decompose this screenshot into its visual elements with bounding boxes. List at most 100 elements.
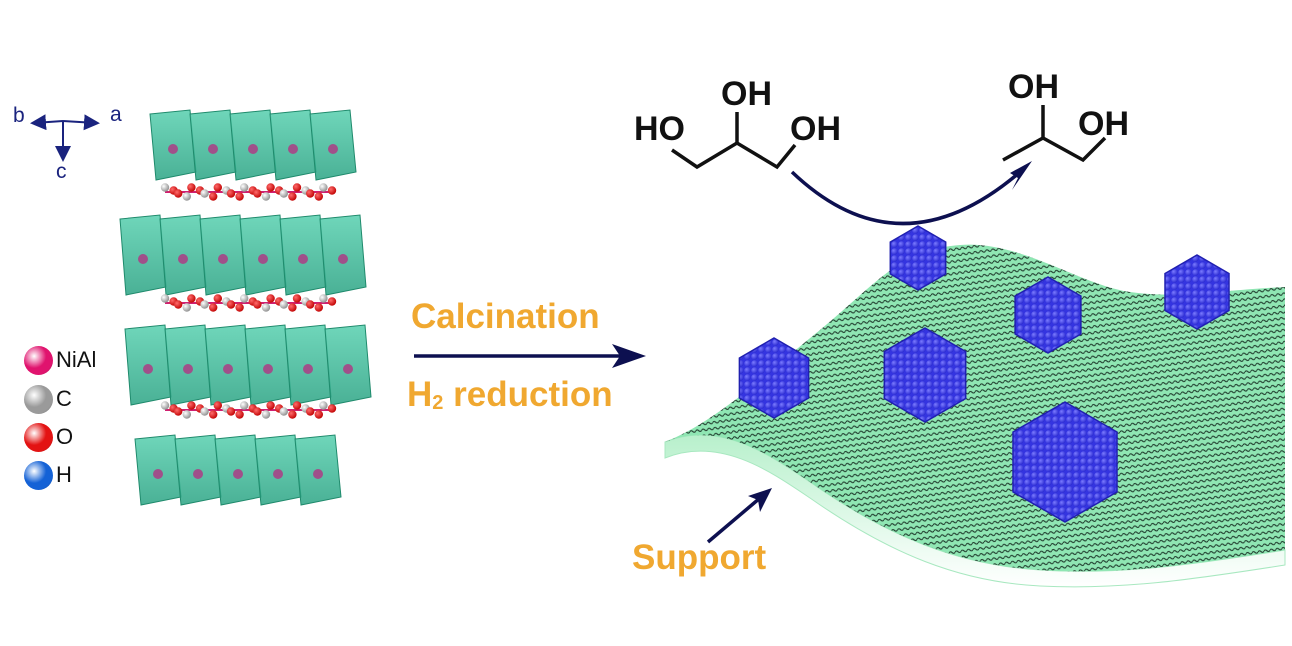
oxygen-atom <box>327 297 337 306</box>
metal-nanoparticle <box>883 327 967 423</box>
ldh-crystal-structure <box>119 109 372 506</box>
legend-item: NiAl <box>24 343 96 377</box>
metal-atom <box>193 469 203 479</box>
metal-nanoparticle <box>1014 276 1082 354</box>
carbon-atom <box>182 410 191 419</box>
support-arrow-icon <box>706 488 772 544</box>
oxygen-atom <box>213 294 222 303</box>
oxygen-atom <box>288 410 297 419</box>
oxygen-atom <box>174 189 183 198</box>
carbon-atom <box>240 183 249 192</box>
carbon-atom <box>261 192 271 201</box>
axis-a-label: a <box>110 103 122 126</box>
carbon-atom <box>182 192 191 201</box>
carbon-atom <box>279 189 288 198</box>
metal-atom <box>233 469 243 479</box>
oxygen-atom <box>235 303 244 312</box>
reduction-word: reduction <box>453 375 613 414</box>
metal-atom <box>258 254 268 264</box>
oxygen-atom <box>266 294 275 303</box>
oxygen-atom <box>209 303 218 312</box>
oxygen-atom <box>288 303 297 312</box>
oxygen-atom <box>187 294 196 303</box>
calcination-label: Calcination <box>411 297 600 336</box>
oxygen-atom <box>292 183 302 192</box>
carbon-atom <box>319 183 328 192</box>
legend-sphere-icon <box>24 422 53 452</box>
oxygen-atom <box>187 183 196 192</box>
carbon-atom <box>261 410 271 419</box>
oxygen-atom <box>174 407 183 416</box>
carbon-atom <box>160 401 170 410</box>
oxygen-atom <box>292 401 302 410</box>
legend-item: O <box>24 420 73 454</box>
metal-atom <box>313 469 323 479</box>
legend-label: H <box>56 462 72 487</box>
metal-atom <box>298 254 308 264</box>
legend-item: C <box>24 382 72 416</box>
oxygen-atom <box>314 192 323 201</box>
oxygen-atom <box>253 300 262 309</box>
reaction-scheme <box>671 105 1107 226</box>
product-oh-right: OH <box>1078 105 1129 143</box>
legend-sphere-icon <box>24 345 53 375</box>
metal-atom <box>303 364 313 374</box>
ho-group-left: HO <box>634 110 685 148</box>
oxygen-atom <box>327 186 337 195</box>
carbon-atom <box>261 303 271 312</box>
oxygen-atom <box>253 407 262 416</box>
metal-atom <box>143 364 153 374</box>
oxygen-atom <box>253 189 262 198</box>
oxygen-atom <box>226 300 236 309</box>
axis-c-label: c <box>56 160 67 183</box>
catalyst-support-surface <box>664 225 1286 588</box>
metal-atom <box>263 364 273 374</box>
oxygen-atom <box>266 401 275 410</box>
metal-nanoparticle <box>889 225 947 291</box>
carbon-atom <box>240 401 249 410</box>
legend-label: O <box>56 424 74 449</box>
metal-nanoparticle <box>1012 401 1118 523</box>
carbon-atom <box>160 183 170 192</box>
h2-prefix: H <box>407 375 433 414</box>
carbon-atom <box>279 407 288 416</box>
reaction-arrow-icon <box>790 170 1022 226</box>
oxygen-atom <box>292 294 302 303</box>
oxygen-atom <box>187 401 196 410</box>
metal-nanoparticle <box>1164 254 1230 330</box>
carbon-atom <box>200 407 209 416</box>
metal-atom <box>183 364 193 374</box>
support-top <box>665 244 1285 572</box>
oh-group-top: OH <box>721 75 772 113</box>
oxygen-atom <box>235 192 244 201</box>
glycerol-skeleton <box>671 140 797 170</box>
metal-atom <box>138 254 148 264</box>
legend-item: H <box>24 458 72 492</box>
oxygen-atom <box>266 183 275 192</box>
oxygen-atom <box>174 300 183 309</box>
metal-atom <box>208 144 218 154</box>
oxygen-atom <box>327 404 337 413</box>
oh-group-right: OH <box>790 110 841 148</box>
metal-atom <box>248 144 258 154</box>
carbon-atom <box>240 294 249 303</box>
legend-label: NiAl <box>56 347 97 372</box>
carbon-atom <box>279 300 288 309</box>
metal-atom <box>343 364 353 374</box>
h2-reduction-label: H2 reduction <box>407 375 613 415</box>
carbon-atom <box>200 189 209 198</box>
axis-b-label: b <box>13 104 25 127</box>
oxygen-atom <box>314 303 323 312</box>
support-label: Support <box>632 538 767 577</box>
metal-nanoparticle <box>738 337 810 419</box>
metal-atom <box>328 144 338 154</box>
metal-atom <box>168 144 178 154</box>
metal-atom <box>223 364 233 374</box>
oxygen-atom <box>213 401 222 410</box>
metal-atom <box>153 469 163 479</box>
crystal-axes-icon <box>30 114 100 162</box>
metal-atom <box>338 254 348 264</box>
legend-label: C <box>56 386 72 411</box>
oxygen-atom <box>306 300 315 309</box>
